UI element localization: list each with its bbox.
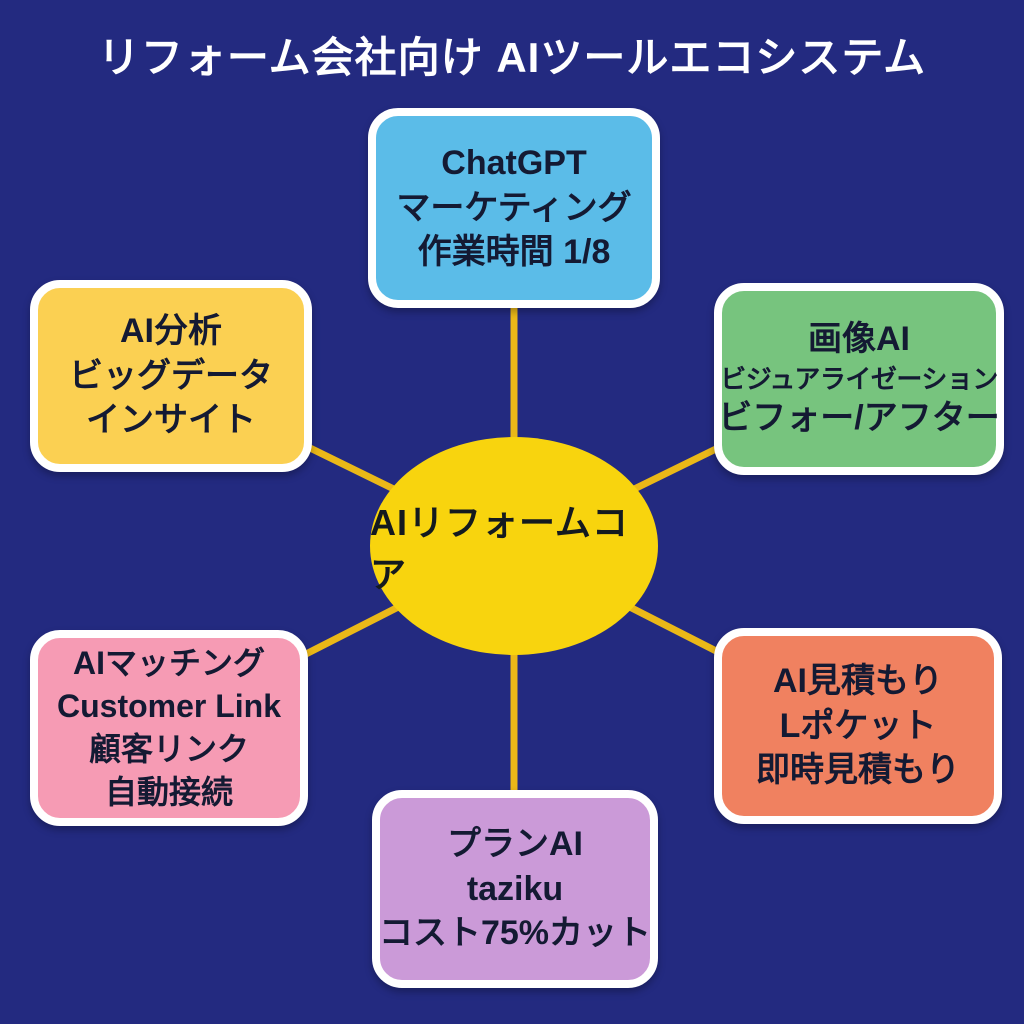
node-ai-matching-line-4: 自動接続 xyxy=(104,774,233,811)
node-image-ai: 画像AI ビジュアライゼーション ビフォー/アフター xyxy=(714,283,1004,475)
page-title: リフォーム会社向け AIツールエコシステム xyxy=(97,34,927,81)
node-image-ai-line-1: 画像AI xyxy=(808,319,910,358)
node-ai-matching: AIマッチング Customer Link 顧客リンク 自動接続 xyxy=(30,630,308,826)
node-ai-matching-line-3: 顧客リンク xyxy=(88,731,249,767)
core-node: AIリフォームコア xyxy=(370,437,658,655)
node-ai-analytics: AI分析 ビッグデータ インサイト xyxy=(30,280,312,472)
node-ai-matching-line-2: Customer Link xyxy=(56,687,282,724)
node-chatgpt: ChatGPT マーケティング 作業時間 1/8 xyxy=(368,108,660,308)
node-plan-ai: プランAI taziku コスト75%カット xyxy=(372,790,658,988)
node-plan-ai-line-2: taziku xyxy=(466,869,564,908)
node-chatgpt-line-3: 作業時間 1/8 xyxy=(417,233,611,272)
node-ai-analytics-line-3: インサイト xyxy=(86,401,256,440)
node-ai-analytics-line-1: AI分析 xyxy=(120,311,222,350)
node-plan-ai-line-1: プランAI xyxy=(447,824,583,863)
node-image-ai-line-2: ビジュアライゼーション xyxy=(720,363,998,394)
node-ai-estimate: AI見積もり Lポケット 即時見積もり xyxy=(714,628,1002,824)
node-plan-ai-line-3: コスト75%カット xyxy=(378,914,652,953)
node-ai-matching-line-1: AIマッチング xyxy=(72,644,265,681)
node-ai-estimate-line-2: Lポケット xyxy=(779,706,937,745)
node-chatgpt-line-1: ChatGPT xyxy=(441,143,587,182)
node-chatgpt-line-2: マーケティング xyxy=(396,188,632,227)
core-node-label: AIリフォームコア xyxy=(370,502,629,595)
node-ai-estimate-line-3: 即時見積もり xyxy=(756,751,960,790)
node-image-ai-line-3: ビフォー/アフター xyxy=(718,399,1000,438)
node-ai-estimate-line-1: AI見積もり xyxy=(773,661,943,700)
node-ai-analytics-line-2: ビッグデータ xyxy=(69,356,273,395)
